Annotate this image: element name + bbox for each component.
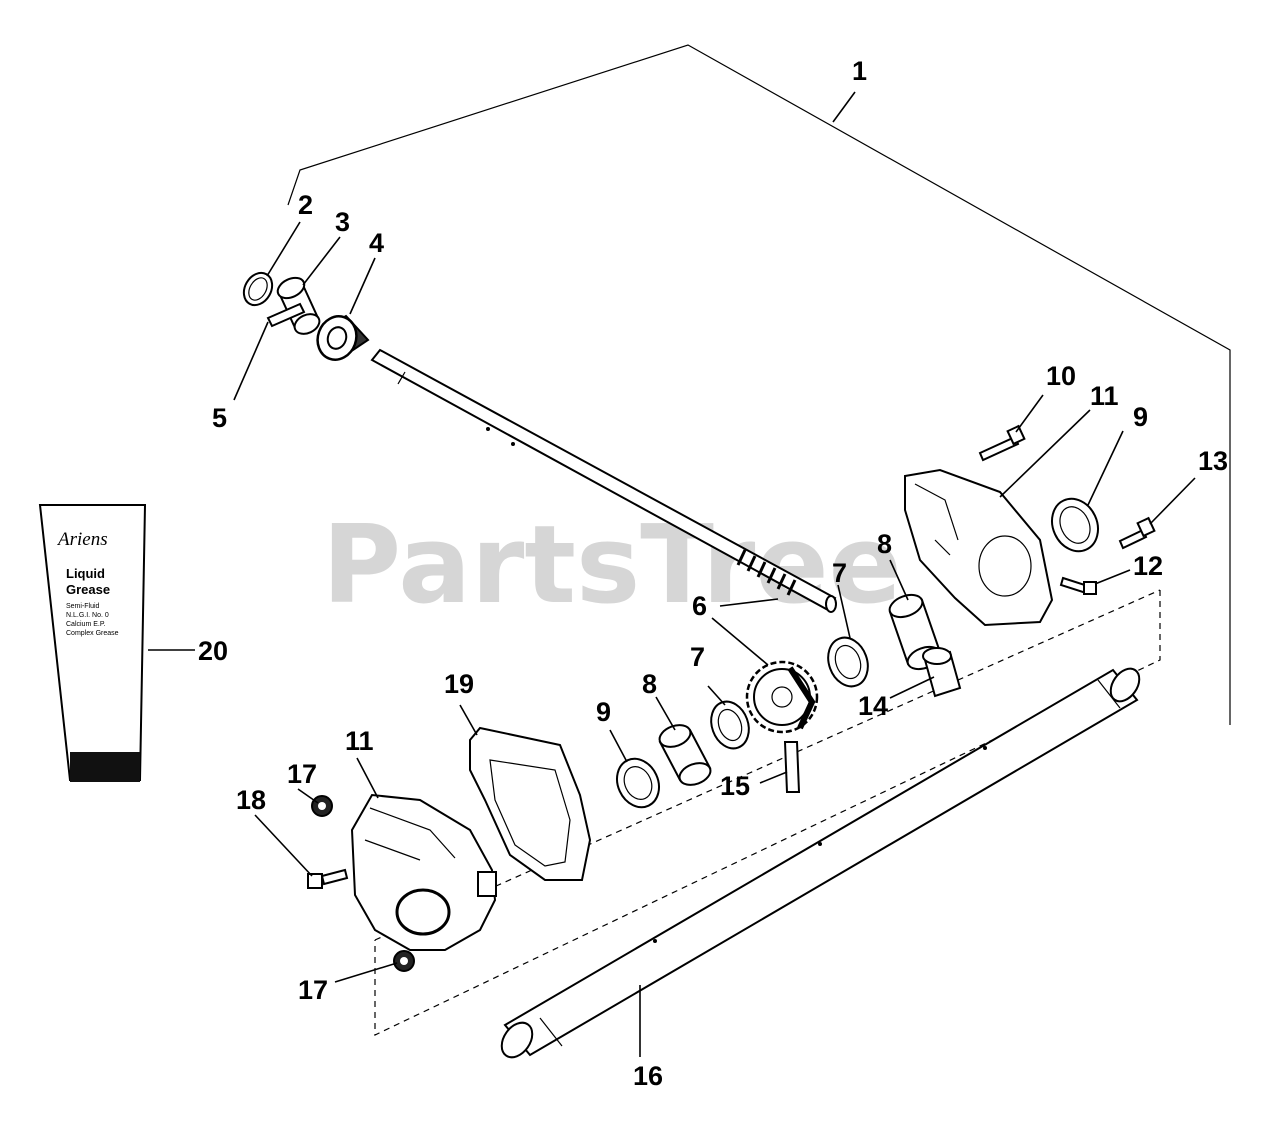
callout-14: 14 [858, 691, 888, 721]
callout-11-upper: 11 [1090, 381, 1119, 411]
callout-16: 16 [633, 1061, 663, 1091]
grease-fine-print-1: Semi-Fluid [66, 603, 100, 610]
part-flanged-bushing [922, 647, 962, 698]
part-bolt-13 [1118, 516, 1156, 550]
callout-7-lower: 7 [690, 642, 705, 672]
part-gear-case-lower [350, 793, 497, 951]
callout-17-upper: 17 [287, 759, 317, 789]
part-grease-tube: Ariens Liquid Grease Semi-Fluid N.L.G.I.… [38, 504, 147, 782]
part-tube [500, 667, 1141, 1059]
part-bolt-10 [978, 424, 1026, 462]
part-seal-lower [616, 757, 660, 809]
callout-9-upper: 9 [1133, 402, 1148, 432]
callout-1: 1 [852, 56, 867, 86]
grease-title-line1: Liquid [66, 566, 105, 581]
callout-10: 10 [1046, 361, 1076, 391]
callout-2: 2 [298, 190, 313, 220]
callout-4: 4 [369, 228, 384, 258]
alignment-dashed-top [374, 589, 1161, 941]
callout-19: 19 [444, 669, 474, 699]
callout-9-lower: 9 [596, 697, 611, 727]
part-bearing [316, 314, 370, 361]
part-gear [745, 660, 819, 734]
alignment-dashed-box [374, 590, 1161, 1036]
callout-11-lower: 11 [345, 726, 374, 756]
callout-20: 20 [198, 636, 228, 666]
part-washer-upper [827, 636, 869, 688]
grease-title-line2: Grease [66, 582, 110, 597]
callout-13: 13 [1198, 446, 1228, 476]
callout-15: 15 [720, 771, 750, 801]
callout-12: 12 [1133, 551, 1163, 581]
part-snap-ring [242, 271, 274, 307]
part-nut-upper [311, 795, 333, 817]
part-pin-5 [266, 302, 306, 328]
callout-numbers: 1 2 3 4 5 6 7 7 8 8 9 9 10 11 11 12 13 1… [198, 56, 1228, 1091]
callout-5: 5 [212, 403, 227, 433]
callout-7-upper: 7 [832, 558, 847, 588]
grease-fine-print-3: Calcium E.P. [66, 621, 106, 628]
part-pin-15 [783, 741, 801, 793]
part-seal-upper [1051, 497, 1099, 553]
callout-18: 18 [236, 785, 266, 815]
callout-6: 6 [692, 591, 707, 621]
part-gasket [469, 726, 592, 881]
grease-brand-text: Ariens [56, 529, 108, 550]
callout-8-lower: 8 [642, 669, 657, 699]
grease-fine-print-4: Complex Grease [66, 630, 119, 637]
part-spacer-lower [658, 724, 712, 786]
leader-lines [148, 91, 1196, 1057]
part-bolt-18 [307, 868, 349, 889]
part-worm-shaft [370, 348, 837, 613]
watermark-text: PartsTree [322, 503, 902, 628]
part-bolt-12 [1059, 576, 1097, 595]
callout-8-upper: 8 [877, 529, 892, 559]
grease-fine-print-2: N.L.G.I. No. 0 [66, 612, 109, 619]
part-gear-case-upper [904, 468, 1054, 627]
callout-3: 3 [335, 207, 350, 237]
assembly-bracket-outline [287, 44, 1231, 725]
part-nut-lower [393, 950, 415, 972]
callout-17-lower: 17 [298, 975, 328, 1005]
